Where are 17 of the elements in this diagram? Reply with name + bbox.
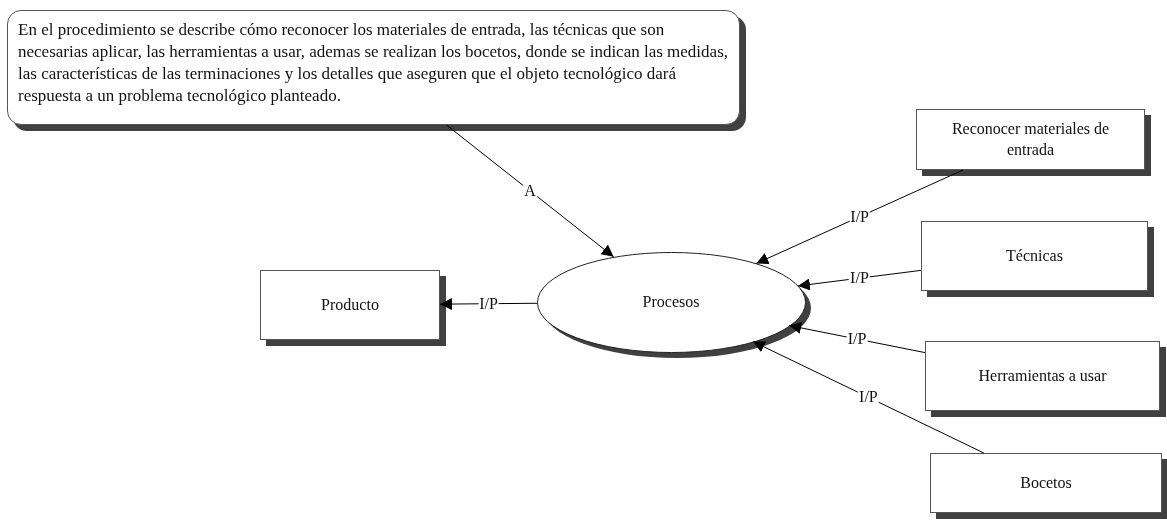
node-text: Producto	[321, 294, 379, 315]
node-text: Herramientas a usar	[978, 365, 1107, 386]
edge-label: I/P	[849, 208, 870, 225]
node-text: Técnicas	[1006, 245, 1063, 266]
node-text: En el procedimiento se describe cómo reconocer los materiales de entrada, las técnicas que son necesarias aplicar, las herramientas a usar, ademas se realizan los bocetos, donde se indican las medidas, las características de las terminaciones y los detalles que aseguren que el objeto tecnológico dará respuesta a un problema tecnológico planteado.	[18, 19, 729, 108]
node-text: Bocetos	[1020, 472, 1072, 493]
edge-label: I/P	[858, 389, 879, 406]
arrow	[755, 169, 964, 264]
process-ellipse	[537, 252, 812, 359]
arrow	[445, 124, 615, 258]
arrow	[797, 269, 922, 291]
node-text: Procesos	[642, 292, 700, 310]
node-text: Reconocer materiales de entrada	[950, 118, 1111, 160]
arrow	[788, 322, 926, 354]
edge-label: A	[523, 182, 537, 199]
edge-label: I/P	[478, 295, 499, 312]
arrow	[752, 341, 985, 454]
